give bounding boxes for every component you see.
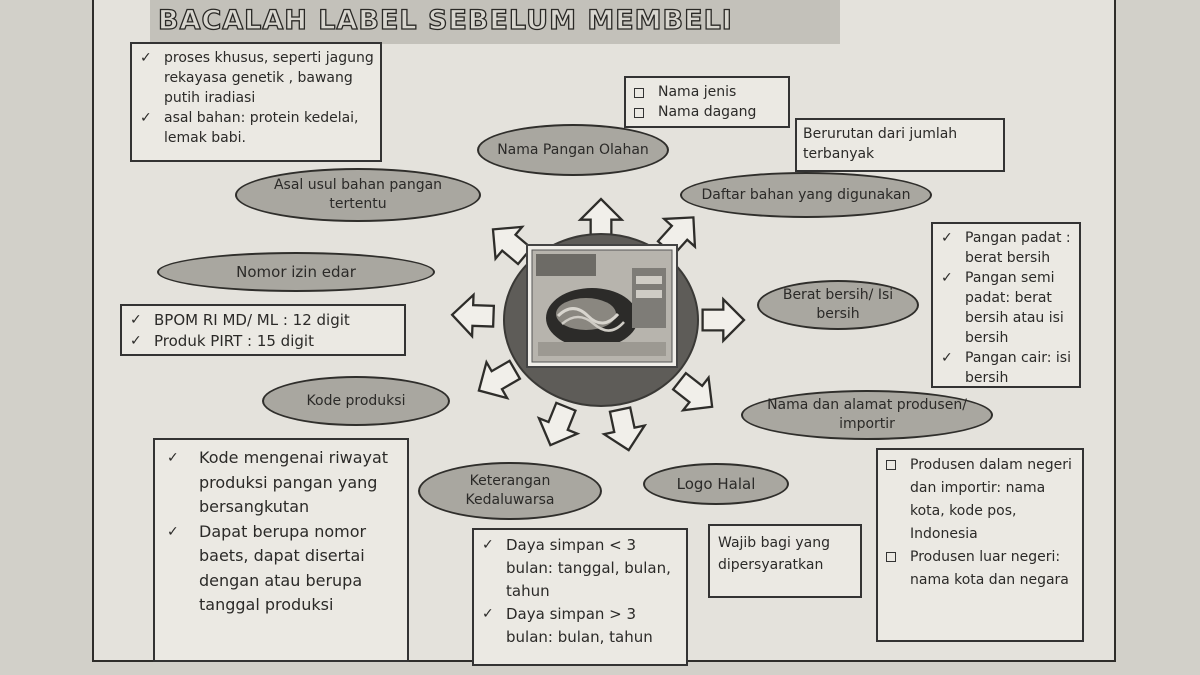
checkbox-icon — [634, 88, 644, 98]
oval-label: Asal usul bahan pangan tertentu — [273, 177, 443, 212]
arrow-icon — [671, 371, 714, 412]
list-item: ✓Dapat berupa nomor baets, dapat diserta… — [167, 521, 367, 615]
list-item: Produsen dalam negeri dan importir: nama… — [884, 454, 1076, 546]
oval-label: Daftar bahan yang digunakan — [701, 186, 911, 203]
oval-label: Nama dan alamat produsen/ importir — [767, 397, 967, 432]
noodle-package-icon — [531, 249, 673, 363]
oval-label: Nomor izin edar — [236, 262, 356, 281]
list-item: Produsen luar negeri: nama kota dan nega… — [884, 546, 1076, 592]
oval-asal-usul: Asal usul bahan pangan tertentu — [235, 168, 481, 222]
page-title: BACALAH LABEL SEBELUM MEMBELI — [157, 4, 733, 36]
oval-kode-produksi: Kode produksi — [262, 376, 450, 426]
list-item: ✓BPOM RI MD/ ML : 12 digit — [130, 311, 350, 329]
oval-nama-alamat: Nama dan alamat produsen/ importir — [741, 390, 993, 440]
list-item: ✓Daya simpan < 3 bulan: tanggal, bulan, … — [482, 536, 671, 600]
check-icon: ✓ — [130, 312, 142, 328]
check-icon: ✓ — [140, 50, 152, 66]
box-berat-notes: ✓Pangan padat : berat bersih ✓Pangan sem… — [931, 222, 1081, 388]
list-item: ✓Pangan semi padat: berat bersih atau is… — [941, 270, 1064, 346]
oval-berat-bersih: Berat bersih/ Isi bersih — [757, 280, 919, 330]
oval-label: Berat bersih/ Isi bersih — [782, 287, 894, 322]
box-produsen-notes: Produsen dalam negeri dan importir: nama… — [876, 448, 1084, 642]
list-item: ✓Produk PIRT : 15 digit — [130, 332, 314, 350]
list-item: ✓asal bahan: protein kedelai, lemak babi… — [140, 110, 359, 146]
list-item: ✓Daya simpan > 3 bulan: bulan, tahun — [482, 605, 653, 646]
oval-keterangan-kedaluwarsa: Keterangan Kedaluwarsa — [418, 462, 602, 520]
title-band — [150, 0, 840, 44]
list-item: Nama jenis — [632, 82, 782, 102]
oval-label: Nama Pangan Olahan — [497, 141, 649, 158]
check-icon: ✓ — [482, 606, 494, 622]
product-package-image — [526, 244, 678, 368]
check-icon: ✓ — [482, 537, 494, 553]
list-item: ✓Pangan padat : berat bersih — [941, 230, 1071, 266]
arrow-icon — [601, 406, 648, 452]
check-icon: ✓ — [167, 523, 179, 540]
box-asal-usul-notes: ✓proses khusus, seperti jagung rekayasa … — [130, 42, 382, 162]
list-item: ✓Pangan cair: isi bersih — [941, 350, 1071, 386]
oval-label: Keterangan Kedaluwarsa — [465, 473, 555, 508]
check-icon: ✓ — [167, 450, 179, 466]
check-icon: ✓ — [941, 270, 953, 286]
list-item: Nama dagang — [632, 102, 782, 122]
check-icon: ✓ — [140, 110, 152, 126]
box-bahan-note: Berurutan dari jumlah terbanyak — [795, 118, 1005, 172]
oval-daftar-bahan: Daftar bahan yang digunakan — [680, 172, 932, 218]
list-item: ✓Kode mengenai riwayat produksi pangan y… — [167, 448, 389, 516]
arrow-icon — [450, 292, 496, 340]
box-izin-notes: ✓BPOM RI MD/ ML : 12 digit ✓Produk PIRT … — [120, 304, 406, 356]
check-icon: ✓ — [941, 350, 953, 366]
oval-nama-pangan: Nama Pangan Olahan — [477, 124, 669, 176]
oval-label: Kode produksi — [306, 392, 406, 409]
checkbox-icon — [634, 108, 644, 118]
box-halal-note: Wajib bagi yang dipersyaratkan — [708, 524, 862, 598]
check-icon: ✓ — [130, 333, 142, 349]
check-icon: ✓ — [941, 230, 953, 246]
oval-label: Logo Halal — [676, 474, 756, 493]
list-item: ✓proses khusus, seperti jagung rekayasa … — [140, 50, 374, 106]
checkbox-icon — [886, 460, 896, 470]
arrow-icon — [477, 359, 522, 400]
box-kode-notes: ✓Kode mengenai riwayat produksi pangan y… — [153, 438, 409, 662]
arrow-icon — [701, 296, 746, 344]
oval-logo-halal: Logo Halal — [643, 463, 789, 505]
checkbox-icon — [886, 552, 896, 562]
oval-nomor-izin: Nomor izin edar — [157, 252, 435, 292]
arrow-icon — [536, 401, 581, 447]
box-nama-options: Nama jenis Nama dagang — [624, 76, 790, 128]
box-kedaluwarsa-notes: ✓Daya simpan < 3 bulan: tanggal, bulan, … — [472, 528, 688, 666]
